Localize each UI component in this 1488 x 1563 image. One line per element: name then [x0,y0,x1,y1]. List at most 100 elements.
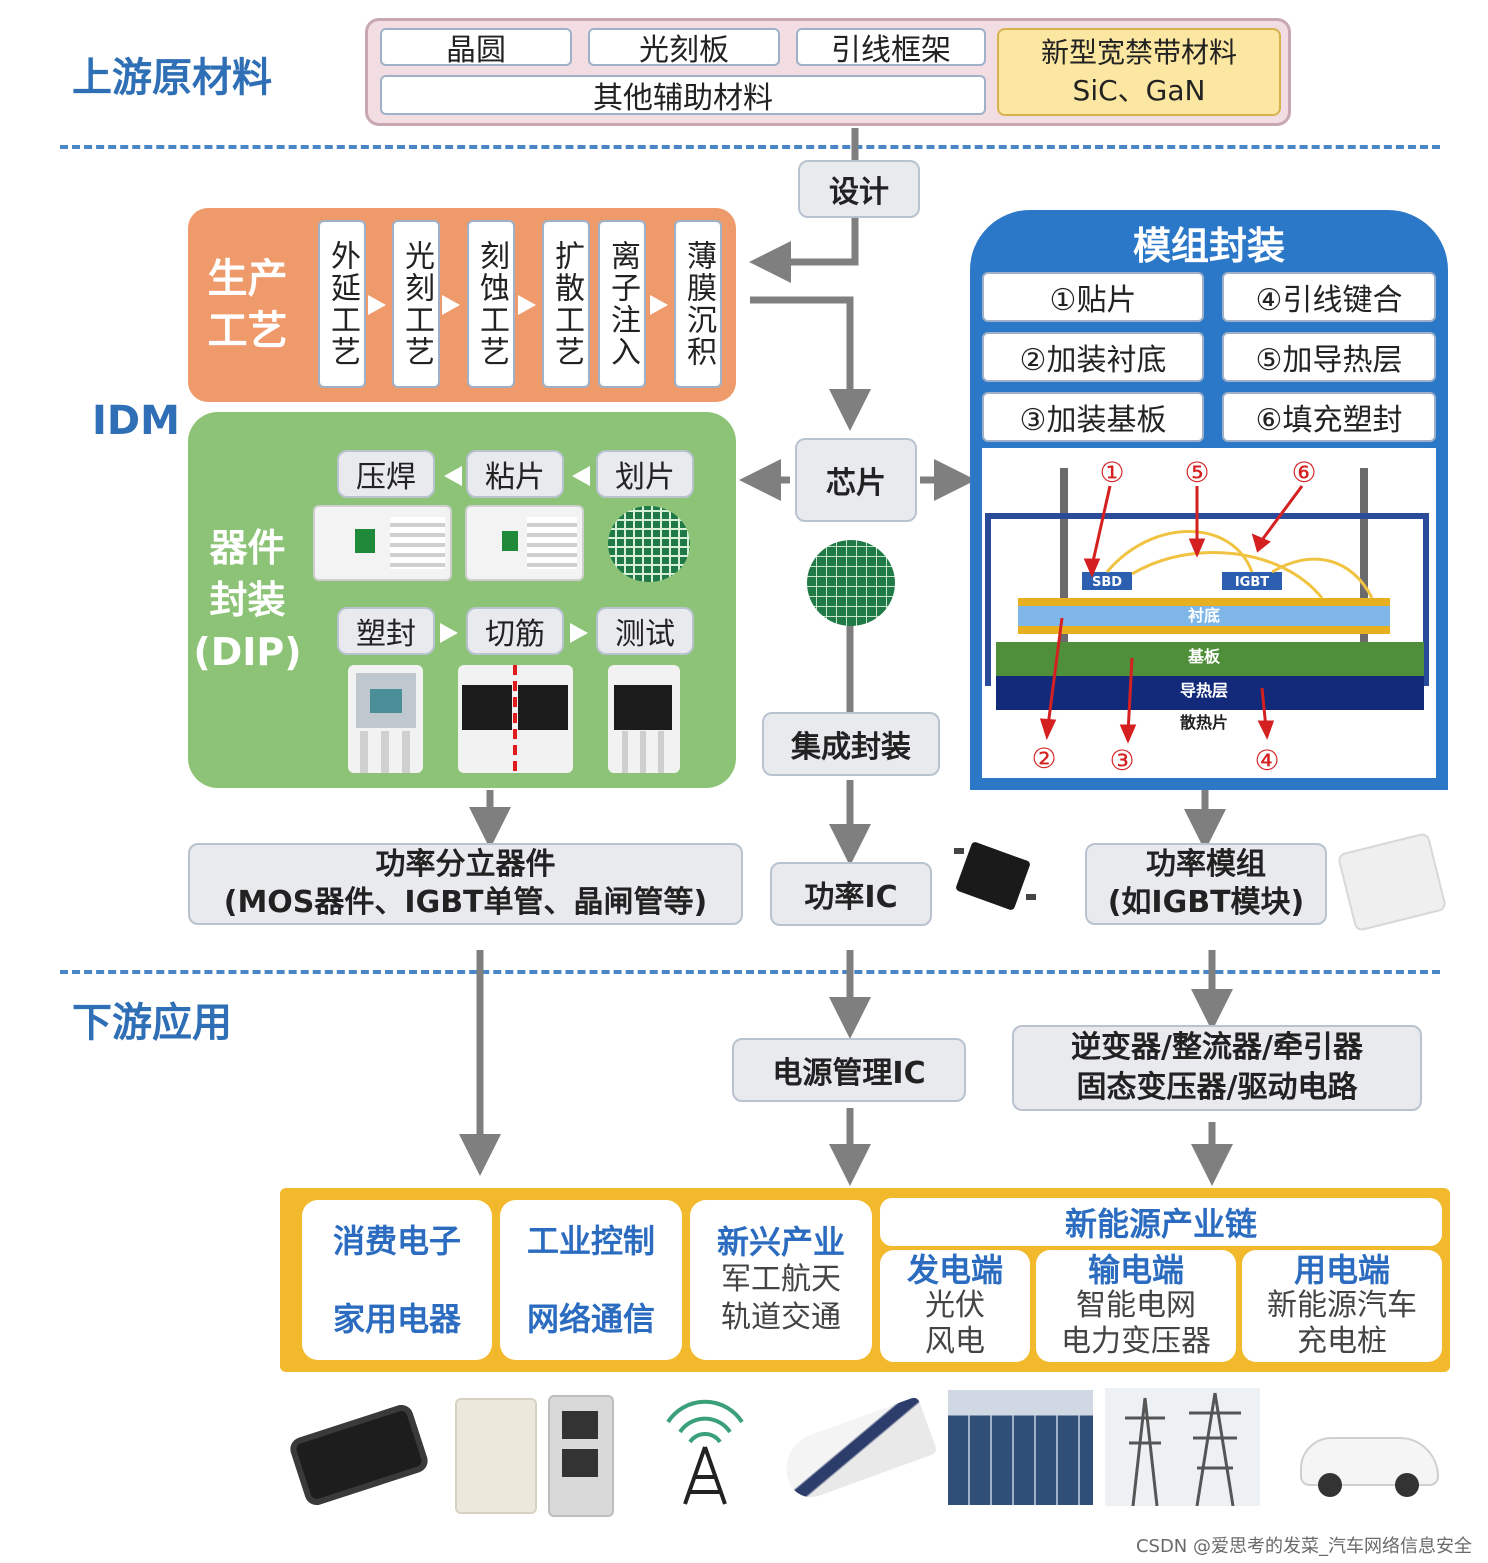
section-upstream-label: 上游原材料 [72,55,272,101]
module-step-6: ⑥填充塑封 [1222,392,1436,442]
product-module: 功率模组 (如IGBT模块) [1085,843,1327,925]
marker-1: ① [1099,456,1124,489]
production-step-arrows [368,295,668,315]
label-substrate: 衬底 [1188,606,1220,625]
marker-6: ⑥ [1291,456,1316,489]
app-transmission-line1: 智能电网 [1076,1288,1196,1323]
chip-wafer-icon [807,540,895,626]
app-generation: 发电端 光伏 风电 [880,1250,1030,1362]
leadframe-image-2 [465,505,584,581]
app-generation-line2: 风电 [925,1324,985,1359]
new-material-line2: SiC、GaN [1072,74,1206,107]
app-transmission-title: 输电端 [1087,1251,1184,1289]
new-material-line1: 新型宽禁带材料 [1040,36,1237,69]
integrated-packaging-box: 集成封装 [762,712,940,776]
watermark: CSDN @爱思考的发菜_汽车网络信息安全 [1135,1536,1472,1557]
label-igbt: IGBT [1235,575,1269,590]
marker-5: ⑤ [1184,456,1209,489]
inverter-line2: 固态变压器/驱动电路 [1076,1070,1358,1105]
trim-package-image [458,665,573,773]
app-generation-title: 发电端 [906,1251,1003,1289]
app-industrial-line2: 网络通信 [526,1300,655,1338]
divider-top [60,145,1440,149]
app-transmission-line2: 电力变压器 [1061,1324,1211,1359]
production-title: 生产 工艺 [200,250,295,360]
app-consumption-line1: 新能源汽车 [1267,1288,1417,1323]
device-packaging-title-line3: (DIP) [193,630,302,674]
pkg-step-dicing: 划片 [596,450,694,498]
step-etching: 刻蚀工艺 [467,220,515,388]
chip-box: 芯片 [795,438,917,522]
ev-car-image [1290,1415,1440,1497]
app-emerging-line2: 轨道交通 [721,1300,841,1335]
module-step-4: ④引线键合 [1222,272,1436,322]
upstream-item-wafer: 晶圆 [380,28,572,68]
pkg-step-wire-bond: 压焊 [337,450,435,498]
pmic-box: 电源管理IC [732,1038,966,1102]
upstream-item-other: 其他辅助材料 [380,75,986,116]
molded-package-image [348,665,423,773]
inverter-line1: 逆变器/整流器/牵引器 [1071,1030,1363,1065]
antenna-tower-icon [666,1399,744,1505]
upstream-item-photomask: 光刻板 [588,28,780,68]
module-cross-section-svg: SBD IGBT 衬底 基板 导热层 散热片 ① ⑤ ⑥ ② ③ ④ [985,456,1429,777]
app-consumer-line2: 家用电器 [332,1300,461,1338]
product-discrete-line1: 功率分立器件 [375,847,556,882]
packaging-step-arrows [440,466,590,643]
app-consumption-line2: 充电桩 [1297,1324,1387,1359]
pkg-step-trim-form: 切筋 [466,607,564,655]
app-new-energy-title: 新能源产业链 [880,1198,1442,1246]
ups-back-image [548,1395,614,1517]
module-step-1: ①贴片 [982,272,1204,322]
ups-image [455,1398,537,1514]
wafer-grid-image [608,506,690,582]
module-step-3: ③加装基板 [982,392,1204,442]
production-title-line2: 工艺 [207,308,288,354]
step-epitaxy: 外延工艺 [318,220,366,388]
pkg-step-molding: 塑封 [337,607,435,655]
upstream-item-leadframe: 引线框架 [796,28,986,68]
marker-2: ② [1031,742,1056,775]
power-tower-icon [1105,1388,1260,1506]
app-emerging: 新兴产业 军工航天 轨道交通 [690,1200,872,1360]
app-emerging-line1: 军工航天 [721,1262,841,1297]
leadframe-image-1 [313,505,452,581]
pkg-step-testing: 测试 [596,607,694,655]
step-diffusion: 扩散工艺 [542,220,590,388]
device-packaging-title-line2: 封装 [209,578,286,622]
tested-package-image [608,665,680,773]
device-packaging-title-line1: 器件 [209,526,286,570]
section-idm-label: IDM [92,398,180,444]
app-industrial: 工业控制 网络通信 [500,1200,682,1360]
production-title-line1: 生产 [207,256,288,302]
module-packaging-title: 模组封装 [1132,223,1285,268]
inverter-box: 逆变器/整流器/牵引器 固态变压器/驱动电路 [1012,1025,1422,1111]
app-generation-line1: 光伏 [925,1288,985,1323]
section-downstream-label: 下游应用 [72,1000,232,1046]
product-discrete-line2: (MOS器件、IGBT单管、晶闸管等) [223,885,708,920]
marker-4: ④ [1254,744,1279,777]
divider-bottom [60,970,1440,974]
label-heatsink: 散热片 [1180,713,1228,732]
marker-3: ③ [1109,744,1134,777]
label-baseplate: 基板 [1187,647,1221,666]
app-transmission: 输电端 智能电网 电力变压器 [1036,1250,1236,1362]
label-thermal-layer: 导热层 [1180,681,1228,700]
product-module-line2: (如IGBT模块) [1107,885,1305,920]
pkg-step-die-attach: 粘片 [466,450,564,498]
product-power-ic: 功率IC [770,862,932,926]
app-emerging-title: 新兴产业 [716,1223,845,1261]
app-industrial-line1: 工业控制 [526,1222,655,1260]
module-step-2: ②加装衬底 [982,332,1204,382]
app-consumer-line1: 消费电子 [332,1222,461,1260]
step-lithography: 光刻工艺 [392,220,440,388]
step-thin-film: 薄膜沉积 [674,220,722,388]
module-step-5: ⑤加导热层 [1222,332,1436,382]
step-ion-implant: 离子注入 [598,220,646,388]
upstream-new-material: 新型宽禁带材料 SiC、GaN [997,28,1281,116]
app-consumption-title: 用电端 [1293,1251,1390,1289]
product-module-line1: 功率模组 [1146,847,1266,882]
solar-panels-image [948,1390,1093,1505]
app-consumption: 用电端 新能源汽车 充电桩 [1242,1250,1442,1362]
